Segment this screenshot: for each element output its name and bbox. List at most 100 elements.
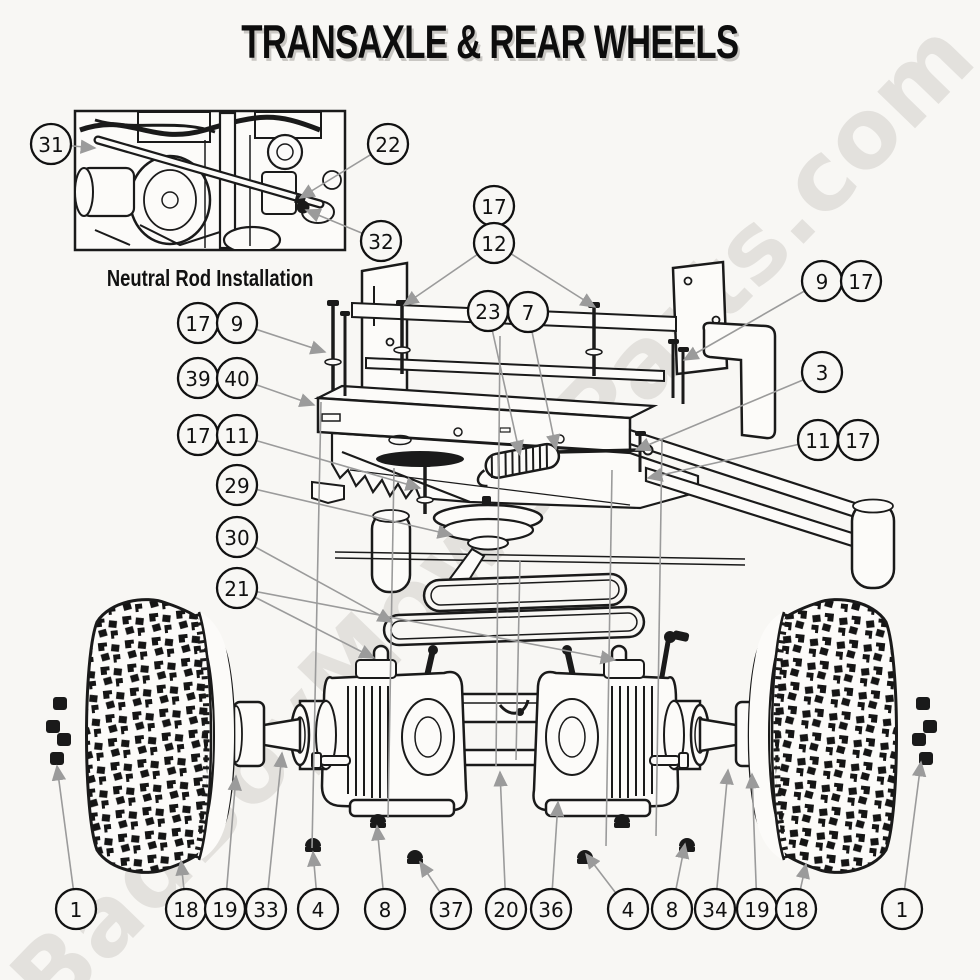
callout-30[interactable]: 30 [215,515,259,559]
leader-line [682,280,823,361]
callout-circle[interactable] [650,887,694,931]
callout-17[interactable]: 17 [472,184,516,228]
callout-number: 21 [224,577,249,601]
callout-12[interactable]: 12 [472,221,516,265]
idler-spring [476,442,654,488]
callout-23[interactable]: 23 [466,289,510,333]
callout-number: 11 [805,429,830,453]
callout-circle[interactable] [215,413,259,457]
rear-wheel-right [749,600,937,873]
callout-circle[interactable] [774,887,818,931]
callout-39[interactable]: 39 [176,356,220,400]
callout-number: 23 [475,300,500,324]
callout-33[interactable]: 33 [244,887,288,931]
callout-circle[interactable] [244,887,288,931]
callout-circle[interactable] [296,887,340,931]
callout-1[interactable]: 1 [880,887,924,931]
callout-29[interactable]: 29 [215,463,259,507]
callout-19[interactable]: 19 [203,887,247,931]
callout-circle[interactable] [54,887,98,931]
callout-4[interactable]: 4 [606,887,650,931]
callout-circle[interactable] [215,301,259,345]
rear-wheel-left [46,598,236,874]
construction-line [655,439,663,837]
callout-11[interactable]: 11 [796,418,840,462]
callout-11[interactable]: 11 [215,413,259,457]
callout-circle[interactable] [215,356,259,400]
leader-line [634,371,823,452]
page-title-text: TRANSAXLE & REAR WHEELS [241,15,740,68]
callout-3[interactable]: 3 [800,350,844,394]
callout-36[interactable]: 36 [529,887,573,931]
callout-32[interactable]: 32 [359,219,403,263]
leader-line [901,760,927,910]
callout-circle[interactable] [880,887,924,931]
callout-18[interactable]: 18 [774,887,818,931]
callout-number: 17 [481,195,506,219]
callout-number: 18 [173,898,198,922]
callout-37[interactable]: 37 [429,887,473,931]
callout-circle[interactable] [484,887,528,931]
callout-circle[interactable] [693,887,737,931]
leader-lines [50,139,927,910]
callout-number: 9 [816,270,829,294]
callout-19[interactable]: 19 [735,887,779,931]
frame-bolts [324,300,689,514]
callout-circle[interactable] [215,463,259,507]
callout-number: 12 [481,232,506,256]
leader-line [487,310,524,457]
callout-8[interactable]: 8 [363,887,407,931]
cap-nuts [305,814,423,864]
leader-line [236,587,617,665]
callout-40[interactable]: 40 [215,356,259,400]
callout-number: 17 [185,312,210,336]
callout-circle[interactable] [215,566,259,610]
inset-caption-text: Neutral Rod Installation [106,265,314,291]
callout-1[interactable]: 1 [54,887,98,931]
callout-circle[interactable] [529,887,573,931]
callout-8[interactable]: 8 [650,887,694,931]
callout-20[interactable]: 20 [484,887,528,931]
callout-number: 31 [38,133,63,157]
callout-number: 9 [231,312,244,336]
leader-line [224,774,242,910]
callout-circle[interactable] [472,221,516,265]
callout-circle[interactable] [29,122,73,166]
callout-17[interactable]: 17 [836,418,880,462]
neutral-rod-inset [73,109,347,252]
callout-4[interactable]: 4 [296,887,340,931]
callout-31[interactable]: 31 [29,122,73,166]
page-title: TRANSAXLE & REAR WHEELS [0,14,980,69]
callout-17[interactable]: 17 [839,259,883,303]
inset-caption: Neutral Rod Installation [75,265,345,292]
callout-17[interactable]: 17 [176,413,220,457]
callout-number: 30 [224,526,249,550]
callout-circle[interactable] [606,887,650,931]
callout-number: 40 [224,367,249,391]
callout-circle[interactable] [800,350,844,394]
callout-circle[interactable] [836,418,880,462]
callout-34[interactable]: 34 [693,887,737,931]
callout-circle[interactable] [215,515,259,559]
callout-number: 18 [783,898,808,922]
callout-circle[interactable] [506,290,550,334]
lug-nuts [46,697,71,765]
leader-line [745,772,760,910]
callout-number: 8 [666,898,679,922]
callout-9[interactable]: 9 [800,259,844,303]
leader-line [646,439,819,482]
callout-circle[interactable] [359,219,403,263]
callout-17[interactable]: 17 [176,301,220,345]
callout-circle[interactable] [839,259,883,303]
callout-circle[interactable] [366,122,410,166]
construction-line [495,335,501,767]
callout-7[interactable]: 7 [506,290,550,334]
callout-18[interactable]: 18 [164,887,208,931]
callout-9[interactable]: 9 [215,301,259,345]
callout-21[interactable]: 21 [215,566,259,610]
callout-circle[interactable] [429,887,473,931]
callout-22[interactable]: 22 [366,122,410,166]
callout-circle[interactable] [363,887,407,931]
